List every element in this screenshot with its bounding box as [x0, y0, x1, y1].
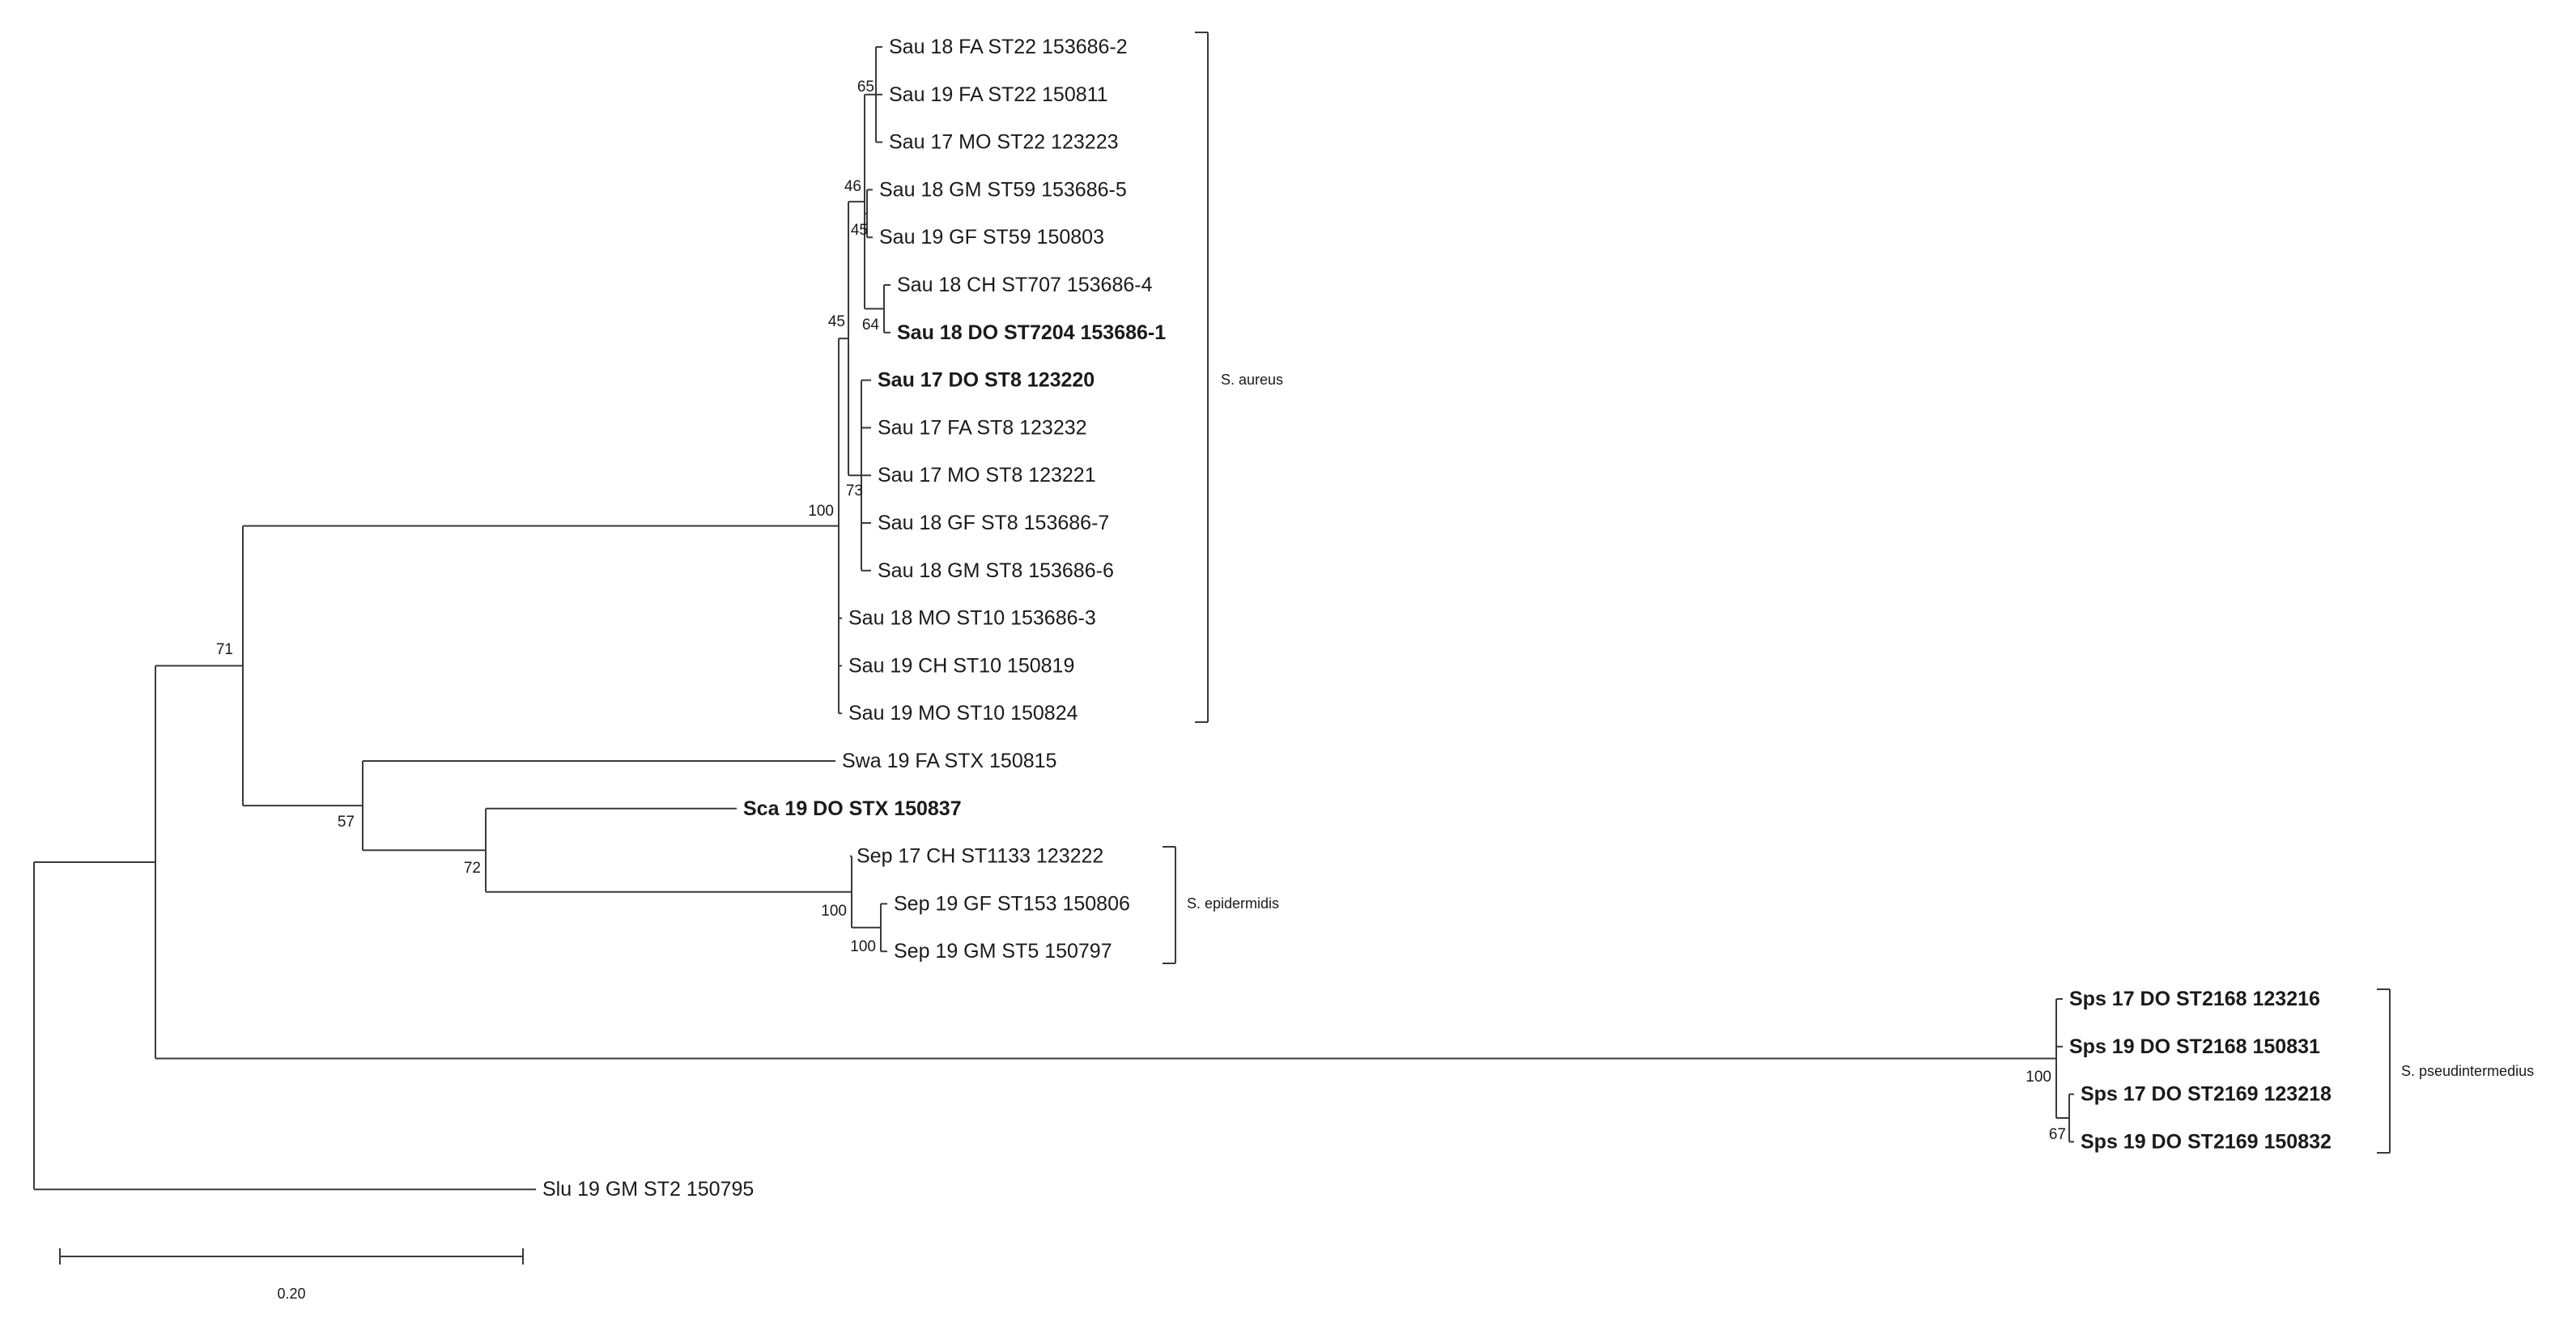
leaf-label: Sau 18 GM ST59 153686-5: [879, 178, 1127, 201]
leaf-label: Sps 19 DO ST2168 150831: [2069, 1035, 2320, 1058]
leaf-label: Sep 19 GF ST153 150806: [894, 892, 1130, 915]
scale-bar: 0.20: [59, 1248, 524, 1302]
bootstrap-value: 100: [821, 903, 847, 920]
leaf-label: Sau 18 GF ST8 153686-7: [878, 512, 1109, 534]
scale-bar-label: 0.20: [277, 1286, 305, 1302]
bootstrap-value: 71: [216, 641, 233, 658]
leaf-label: Sau 19 GF ST59 150803: [879, 226, 1104, 249]
bootstrap-value: 100: [2026, 1069, 2051, 1086]
bootstrap-value: 100: [850, 938, 876, 955]
clade-label: S. epidermidis: [1187, 895, 1279, 912]
leaf-label: Sau 18 CH ST707 153686-4: [897, 274, 1153, 296]
bootstrap-value: 65: [857, 79, 874, 96]
clade-label: S. pseudintermedius: [2401, 1063, 2534, 1079]
bootstrap-value: 45: [851, 222, 868, 239]
leaf-label: Sca 19 DO STX 150837: [743, 797, 962, 820]
leaf-label: Swa 19 FA STX 150815: [842, 750, 1056, 772]
leaf-label: Sau 18 FA ST22 153686-2: [889, 36, 1128, 58]
leaf-label: Sau 19 FA ST22 150811: [889, 83, 1108, 106]
bootstrap-value: 72: [464, 860, 481, 877]
bootstrap-value: 73: [846, 482, 863, 499]
bootstrap-value: 57: [338, 814, 355, 831]
clade-label: S. aureus: [1221, 372, 1283, 388]
leaf-label: Sau 17 DO ST8 123220: [878, 369, 1095, 392]
bootstrap-value: 64: [862, 317, 880, 334]
bootstrap-value: 46: [844, 178, 861, 195]
bootstrap-value: 67: [2049, 1126, 2066, 1143]
leaf-label: Sau 19 MO ST10 150824: [848, 702, 1078, 725]
leaf-label: Sau 18 MO ST10 153686-3: [848, 607, 1096, 630]
bootstrap-value: 100: [808, 503, 834, 520]
leaf-label: Sau 18 GM ST8 153686-6: [878, 559, 1114, 582]
bootstrap-values: 65 46 45 64 45 73 100 71 57 72 100 100 100 67: [216, 79, 2066, 1143]
leaf-label: Sau 18 DO ST7204 153686-1: [897, 321, 1166, 344]
leaf-label: Sau 17 MO ST22 123223: [889, 131, 1119, 154]
leaf-label: Sps 17 DO ST2168 123216: [2069, 988, 2320, 1010]
leaf-label: Sep 19 GM ST5 150797: [894, 940, 1112, 963]
clade-brackets: S. aureus S. epidermidis S. pseudintermedi…: [1163, 32, 2534, 1154]
leaf-label: Sau 19 CH ST10 150819: [848, 654, 1074, 677]
leaf-label: Sau 17 MO ST8 123221: [878, 464, 1096, 487]
leaf-label: Sep 17 CH ST1133 123222: [857, 845, 1103, 868]
bootstrap-value: 45: [828, 313, 845, 330]
leaf-label: Sps 19 DO ST2169 150832: [2081, 1130, 2332, 1153]
leaf-label: Sau 17 FA ST8 123232: [878, 416, 1087, 439]
leaf-label: Sps 17 DO ST2169 123218: [2081, 1083, 2332, 1106]
tree-branches: [33, 46, 2074, 1191]
leaf-label: Slu 19 GM ST2 150795: [542, 1178, 754, 1201]
